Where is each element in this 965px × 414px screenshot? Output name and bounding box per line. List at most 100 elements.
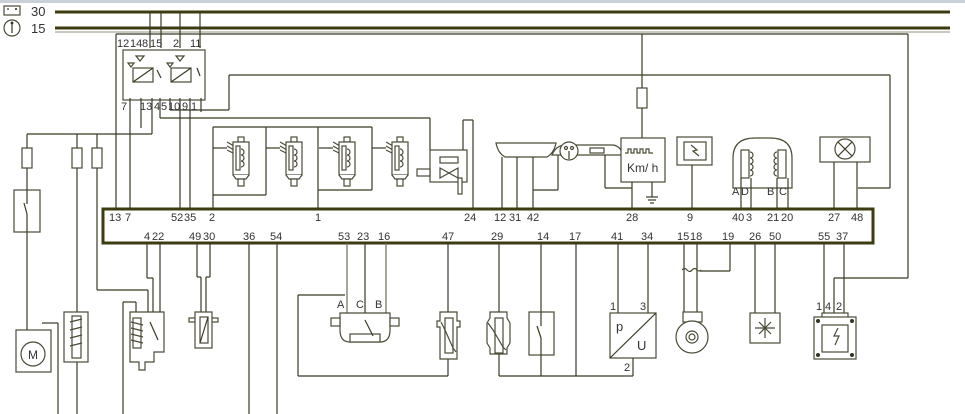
relay-pin: 7 — [121, 101, 127, 113]
top-border — [0, 0, 965, 3]
relay-module — [115, 12, 891, 210]
fuel-injector-icon — [372, 136, 409, 187]
throttle-pin-b: B — [375, 299, 382, 311]
ecu-top-pin-52: 52 — [171, 212, 183, 224]
ecu-bottom-pin-49: 49 — [189, 231, 201, 243]
air-temperature-sensor-icon — [188, 243, 219, 349]
coil-pin-d: D — [741, 186, 749, 198]
fuel-pump-label: M — [28, 348, 38, 362]
supply-30-label: 30 — [31, 4, 45, 19]
relay-pin: 12 — [117, 38, 129, 50]
ecu-top-pin-27: 27 — [828, 212, 840, 224]
idle-speed-valve-icon — [416, 119, 474, 210]
knock-pin-4: 4 — [825, 301, 831, 313]
ecu-top-pin-12: 12 — [494, 212, 506, 224]
fuse-icon — [91, 147, 103, 169]
ecu-top-pin-1: 1 — [315, 212, 321, 224]
immobilizer-icon — [819, 136, 871, 210]
ecu-top-pin-40: 40 — [732, 212, 744, 224]
coil-pin-a: A — [732, 186, 740, 198]
crankshaft-sensor-icon — [675, 243, 731, 354]
ecu-top-pin-13: 13 — [109, 212, 121, 224]
lambda-sensor-icon — [63, 311, 89, 363]
relay-pin: 14 — [130, 38, 142, 50]
injectors — [213, 136, 409, 187]
ecu-bottom-pin-23: 23 — [357, 231, 369, 243]
throttle-pin-a: A — [337, 299, 345, 311]
fuel-injector-icon — [266, 136, 303, 187]
relay-pin: 1 — [191, 101, 197, 113]
ecu-top-pin-31: 31 — [509, 212, 521, 224]
map-label-p: p — [616, 319, 623, 334]
ecu-top-pin-9: 9 — [687, 212, 693, 224]
relay-pin: 15 — [150, 38, 162, 50]
fuse-icon — [21, 147, 33, 169]
ecu-top-pin-48: 48 — [851, 212, 863, 224]
ecu-connector — [101, 207, 875, 245]
relay-top-pins: 12 14 8 15 2 11 — [117, 38, 201, 50]
ecu-bottom-pin-26: 26 — [749, 231, 761, 243]
ecu-top-pin-2: 2 — [209, 212, 215, 224]
injector-wiring — [212, 126, 373, 210]
supply-15-label: 15 — [31, 21, 45, 36]
ecu-bottom-pin-54: 54 — [270, 231, 282, 243]
ecu-top-pin-42: 42 — [527, 212, 539, 224]
map-pin-3: 3 — [640, 301, 646, 313]
fuel-injector-icon — [213, 136, 250, 187]
ecu-top-pin-3: 3 — [746, 212, 752, 224]
ignition-key-icon — [3, 19, 21, 37]
ecu-top-pin-21: 21 — [767, 212, 779, 224]
ecu-top-pin-35: 35 — [184, 212, 196, 224]
supply-line-15 — [55, 26, 950, 33]
ecu-bottom-pin-55: 55 — [818, 231, 830, 243]
fuse-icon — [636, 87, 648, 109]
temperature-sensor-icon — [486, 243, 626, 377]
ecu-bottom-pin-41: 41 — [611, 231, 623, 243]
map-pin-1: 1 — [610, 301, 616, 313]
ecu-bottom-pin-50: 50 — [769, 231, 781, 243]
map-pin-2: 2 — [624, 362, 630, 374]
relay-pin: 5 — [161, 101, 167, 113]
relay-pin: 8 — [142, 38, 148, 50]
pressure-switch-icon — [528, 243, 555, 376]
knock-pin-1: 1 — [816, 301, 822, 313]
ecu-bottom-pin-14: 14 — [537, 231, 549, 243]
coil-pin-c: C — [779, 186, 787, 198]
fuel-injector-icon — [319, 136, 356, 187]
ecu-bottom-pin-30: 30 — [203, 231, 215, 243]
battery-icon — [3, 5, 21, 16]
ecu-bottom-pin-22: 22 — [152, 231, 164, 243]
ecu-bottom-pin-17: 17 — [569, 231, 581, 243]
map-sensor-icon: p U 1 3 2 — [609, 243, 657, 377]
ecu-bottom-pin-4: 4 — [144, 231, 150, 243]
ecu-bottom-pin-37: 37 — [836, 231, 848, 243]
diagnostic-connector-icon — [495, 142, 559, 210]
relay-pin: 11 — [190, 38, 201, 50]
ecu-bottom-pin-34: 34 — [641, 231, 653, 243]
inertia-switch-icon — [13, 189, 41, 233]
relay-pin: 2 — [173, 38, 179, 50]
throttle-potentiometer-icon: A C B — [297, 243, 448, 377]
knock-sensor-icon: 1 4 2 — [813, 33, 909, 360]
map-label-u: U — [637, 338, 646, 353]
ecu-bottom-pin-15: 15 — [677, 231, 689, 243]
ecu-bottom-pin-47: 47 — [442, 231, 454, 243]
ecu-top-pin-24: 24 — [464, 212, 476, 224]
throttle-pin-c: C — [356, 299, 364, 311]
ac-compressor-icon — [749, 243, 781, 344]
relay-bottom-pins: 7 13 4 5 10 9 1 — [121, 101, 197, 113]
coolant-temperature-sensor-icon — [436, 243, 461, 376]
fuel-pump-motor-icon: M — [15, 322, 59, 414]
ecu-top-pin-28: 28 — [626, 212, 638, 224]
coil-pin-b: B — [767, 186, 774, 198]
ecu-bottom-pin-16: 16 — [378, 231, 390, 243]
relay-pin: 13 — [140, 101, 152, 113]
ecu-top-pin-20: 20 — [781, 212, 793, 224]
ecu-bottom-pin-29: 29 — [491, 231, 503, 243]
knock-pin-2: 2 — [836, 301, 842, 313]
relay-pin: 4 — [154, 101, 160, 113]
ecu-bottom-pin-18: 18 — [690, 231, 702, 243]
canister-purge-valve-icon — [122, 243, 165, 414]
